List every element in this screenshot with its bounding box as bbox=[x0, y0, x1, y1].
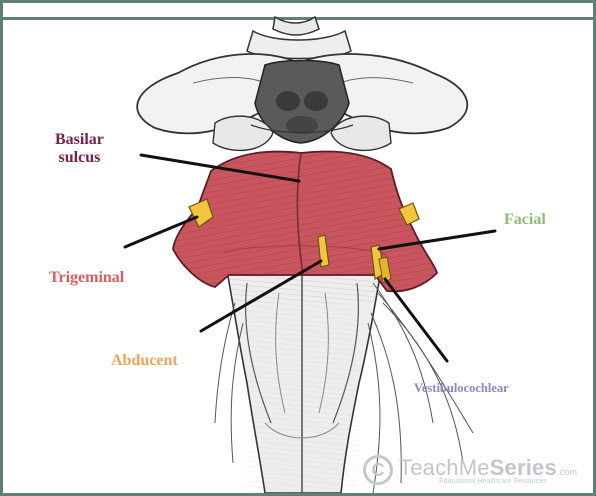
label-facial: Facial bbox=[504, 211, 546, 229]
label-trigeminal: Trigeminal bbox=[49, 269, 124, 287]
medulla bbox=[227, 271, 381, 493]
watermark-text: TeachMeSeries.com Educational Healthcare… bbox=[399, 455, 577, 485]
teachme-logo-icon: C bbox=[363, 455, 393, 485]
watermark-brand-prefix: TeachMe bbox=[399, 455, 490, 480]
brainstem-illustration bbox=[3, 3, 596, 496]
watermark-domain: .com bbox=[557, 467, 577, 477]
label-vestibulocochlear: Vestibulocochlear bbox=[414, 381, 509, 395]
watermark-tagline: Educational Healthcare Resources bbox=[439, 478, 577, 485]
teachme-watermark: C TeachMeSeries.com Educational Healthca… bbox=[363, 455, 577, 485]
vestibulocochlear-pointer bbox=[385, 279, 447, 361]
label-abducent: Abducent bbox=[111, 352, 178, 370]
optic-chiasm bbox=[247, 17, 351, 59]
label-basilar-line2: sulcus bbox=[55, 149, 104, 167]
label-basilar-sulcus: Basilar sulcus bbox=[55, 131, 104, 168]
watermark-brand-bold: Series bbox=[490, 455, 557, 480]
label-basilar-line1: Basilar bbox=[55, 131, 104, 149]
